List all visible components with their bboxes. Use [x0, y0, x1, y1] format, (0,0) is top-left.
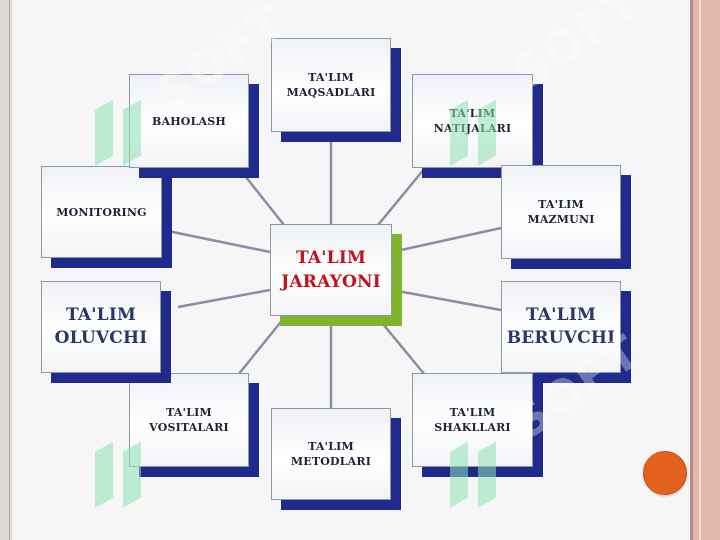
- node-talim-beruvchi: TA'LIM BERUVCHI: [501, 281, 631, 383]
- node-monitoring-label: MONITORING: [41, 166, 162, 258]
- connector-oluvchi: [177, 288, 271, 309]
- node-talim-shakllari-label: TA'LIM SHAKLLARI: [412, 373, 533, 467]
- node-talim-beruvchi-label: TA'LIM BERUVCHI: [501, 281, 621, 373]
- slide-frame-left: [0, 0, 12, 540]
- node-talim-jarayoni-label: TA'LIM JARAYONI: [270, 224, 392, 316]
- node-talim-metodlari: TA'LIM METODLARI: [271, 408, 401, 510]
- node-talim-oluvchi-label: TA'LIM OLUVCHI: [41, 281, 161, 373]
- slide-frame-right: [690, 0, 720, 540]
- node-talim-maqsadlari: TA'LIM MAQSADLARI: [271, 38, 401, 142]
- next-slide-button[interactable]: [643, 451, 687, 495]
- node-talim-maqsadlari-label: TA'LIM MAQSADLARI: [271, 38, 391, 132]
- node-talim-mazmuni-label: TA'LIM MAZMUNI: [501, 165, 621, 259]
- node-baholash: BAHOLASH: [129, 74, 259, 178]
- connector-mazmuni: [391, 226, 502, 254]
- connector-natijalari: [377, 167, 426, 226]
- node-talim-shakllari: TA'LIM SHAKLLARI: [412, 373, 543, 477]
- node-talim-natijalari-label: TA'LIM NATIJALARI: [412, 74, 533, 168]
- node-talim-oluvchi: TA'LIM OLUVCHI: [41, 281, 171, 383]
- node-talim-mazmuni: TA'LIM MAZMUNI: [501, 165, 631, 269]
- node-talim-jarayoni: TA'LIM JARAYONI: [270, 224, 402, 326]
- node-talim-vositalari-label: TA'LIM VOSITALARI: [129, 373, 249, 467]
- node-talim-vositalari: TA'LIM VOSITALARI: [129, 373, 259, 477]
- connector-monitoring: [162, 228, 271, 254]
- node-monitoring: MONITORING: [41, 166, 172, 268]
- connector-shakllari: [377, 317, 426, 376]
- node-baholash-label: BAHOLASH: [129, 74, 249, 168]
- connector-vositalari: [237, 317, 285, 376]
- node-talim-natijalari: TA'LIM NATIJALARI: [412, 74, 543, 178]
- connector-beruvchi: [391, 288, 502, 312]
- node-talim-metodlari-label: TA'LIM METODLARI: [271, 408, 391, 500]
